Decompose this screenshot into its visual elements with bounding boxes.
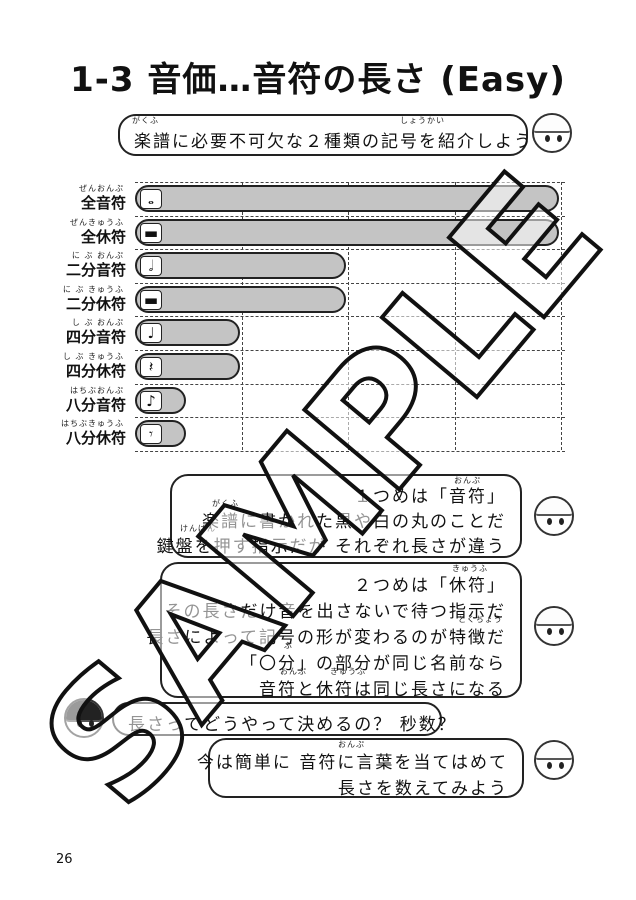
ruby-gakufu: がくふ — [132, 116, 159, 125]
note-row-ruby: に ぶ おんぷ — [71, 251, 124, 261]
page-number: 26 — [56, 852, 73, 867]
note-symbol-icon: ♩ — [140, 323, 162, 344]
note-row-label: 八分休符 — [65, 429, 126, 448]
note-row-ruby: ぜんおんぷ — [79, 184, 124, 193]
intro-text: 楽譜に必要不可欠な２種類の記号を紹介しよう — [134, 132, 533, 152]
grid-line-vertical — [241, 182, 243, 450]
grid-line-vertical — [348, 182, 349, 450]
grid-line-horizontal — [135, 350, 565, 351]
ruby-tokuchou: とくちょう — [458, 615, 503, 624]
question-speech-bubble: 長さってどうやって決めるの？ 秒数？ — [112, 702, 455, 736]
note-row-ruby: はちぶおんぷ — [70, 385, 124, 395]
note-row-ruby: し ぶ きゅうふ — [62, 352, 124, 361]
grid-line-horizontal — [135, 450, 565, 452]
bubble3-line-2: 長さを数えてみよう — [337, 779, 508, 799]
ruby-kyuufu: きゅうふ — [452, 564, 488, 573]
answer-speech-bubble: おんぷ 今は簡単に 音符に言葉を当てはめて 長さを数えてみよう — [197, 738, 524, 799]
bubble3-line-1: 今は簡単に 音符に言葉を当てはめて — [196, 753, 508, 773]
note-symbol-icon: 𝅗𝅥 — [140, 256, 162, 277]
note-symbol-icon: ▬ — [140, 289, 162, 310]
ruby-gakufu-2: がくふ — [212, 499, 239, 508]
ruby-onpu: おんぷ — [454, 476, 481, 485]
note-row-ruby: はちぶきゅうふ — [61, 419, 124, 429]
question-text: 長さってどうやって決めるの？ 秒数？ — [128, 715, 457, 735]
grid-line-horizontal — [135, 383, 565, 385]
note-length-bar: ♪ — [135, 386, 187, 414]
note-length-bar: 𝄽 — [135, 353, 240, 380]
note-row-ruby: し ぶ おんぷ — [71, 318, 124, 328]
grid-line-horizontal — [135, 182, 565, 183]
note-row-ruby: ぜんきゅうふ — [70, 217, 124, 227]
note-length-bar: ▬ — [135, 285, 346, 313]
note-row-label: 四分音符 — [65, 328, 126, 347]
grid-line-horizontal — [135, 282, 565, 284]
bubble1-line-3: 鍵盤を押す指示だが それぞれ長さが違う — [156, 537, 506, 557]
ruby-onpu-2: おんぷ — [280, 667, 307, 676]
note-row-label: 全音符 — [80, 194, 126, 212]
note-symbol-icon: ▬ — [140, 222, 162, 243]
note-row-label: 四分休符 — [65, 362, 126, 380]
note-length-bar: 𝅝 — [135, 185, 559, 212]
bubble1-line-2: 楽譜に書かれた黒や白の丸のことだ — [202, 512, 506, 532]
note-length-bar: 𝄾 — [135, 420, 187, 448]
note-row-ruby: に ぶ きゅうふ — [62, 284, 124, 294]
character-face-icon-3 — [534, 606, 574, 646]
note-symbol-icon: 𝄾 — [140, 424, 162, 445]
note-length-bar: ▬ — [135, 218, 559, 246]
note-symbol-icon: 𝅝 — [140, 189, 162, 209]
bubble2-line-1: ２つめは「休符」 — [354, 576, 506, 596]
grid-line-horizontal — [135, 417, 565, 419]
bubble2-line-4: 「〇分」の部分が同じ名前なら — [240, 654, 506, 674]
ruby-kyuufu-2: きゅうふ — [330, 667, 366, 676]
ruby-shoukai: しょうかい — [400, 116, 445, 125]
intro-speech-bubble: がくふ しょうかい 楽譜に必要不可欠な２種類の記号を紹介しよう — [118, 114, 531, 156]
note-symbol-icon: 𝄽 — [140, 357, 162, 377]
student-face-icon — [64, 698, 104, 738]
bubble2-line-3: 長さによって記号の形が変わるのが特徴だ — [146, 628, 506, 648]
notes-speech-bubble: おんぷ １つめは「音符」 がくふ 楽譜に書かれた黒や白の丸のことだ けんばん 鍵… — [157, 474, 522, 558]
bubble2-line-5: 音符と休符は同じ長さになる — [259, 680, 506, 700]
rests-speech-bubble: きゅうふ ２つめは「休符」 その長さだけ音を出さないで待つ指示だ とくちょう 長… — [146, 562, 522, 700]
page-title: 1-3 音価…音符の長さ (Easy) — [70, 60, 566, 100]
bubble1-line-1: １つめは「音符」 — [354, 487, 506, 507]
note-length-bar: ♩ — [135, 319, 240, 347]
grid-line-vertical — [454, 182, 456, 450]
note-row-label: 二分音符 — [65, 261, 126, 280]
grid-line-horizontal — [135, 249, 565, 251]
note-row-label: 八分音符 — [65, 395, 126, 414]
grid-line-horizontal — [135, 316, 565, 318]
character-face-icon — [532, 113, 572, 153]
note-row-label: 全休符 — [80, 227, 126, 246]
character-face-icon-4 — [534, 740, 574, 780]
grid-line-vertical — [561, 182, 562, 450]
ruby-bu: ぶ — [284, 641, 293, 650]
note-length-bar: 𝅗𝅥 — [135, 252, 346, 280]
note-length-chart: 𝅝 ▬ 𝅗𝅥 ▬ ♩ 𝄽 ♪ 𝄾 — [135, 182, 565, 452]
note-symbol-icon: ♪ — [140, 390, 162, 411]
ruby-kenban: けんばん — [180, 524, 216, 533]
bubble2-line-2: その長さだけ音を出さないで待つ指示だ — [164, 602, 506, 622]
ruby-onpu-3: おんぷ — [338, 740, 365, 749]
note-row-label: 二分休符 — [65, 294, 126, 313]
grid-line-horizontal — [135, 215, 565, 217]
character-face-icon-2 — [534, 496, 574, 536]
